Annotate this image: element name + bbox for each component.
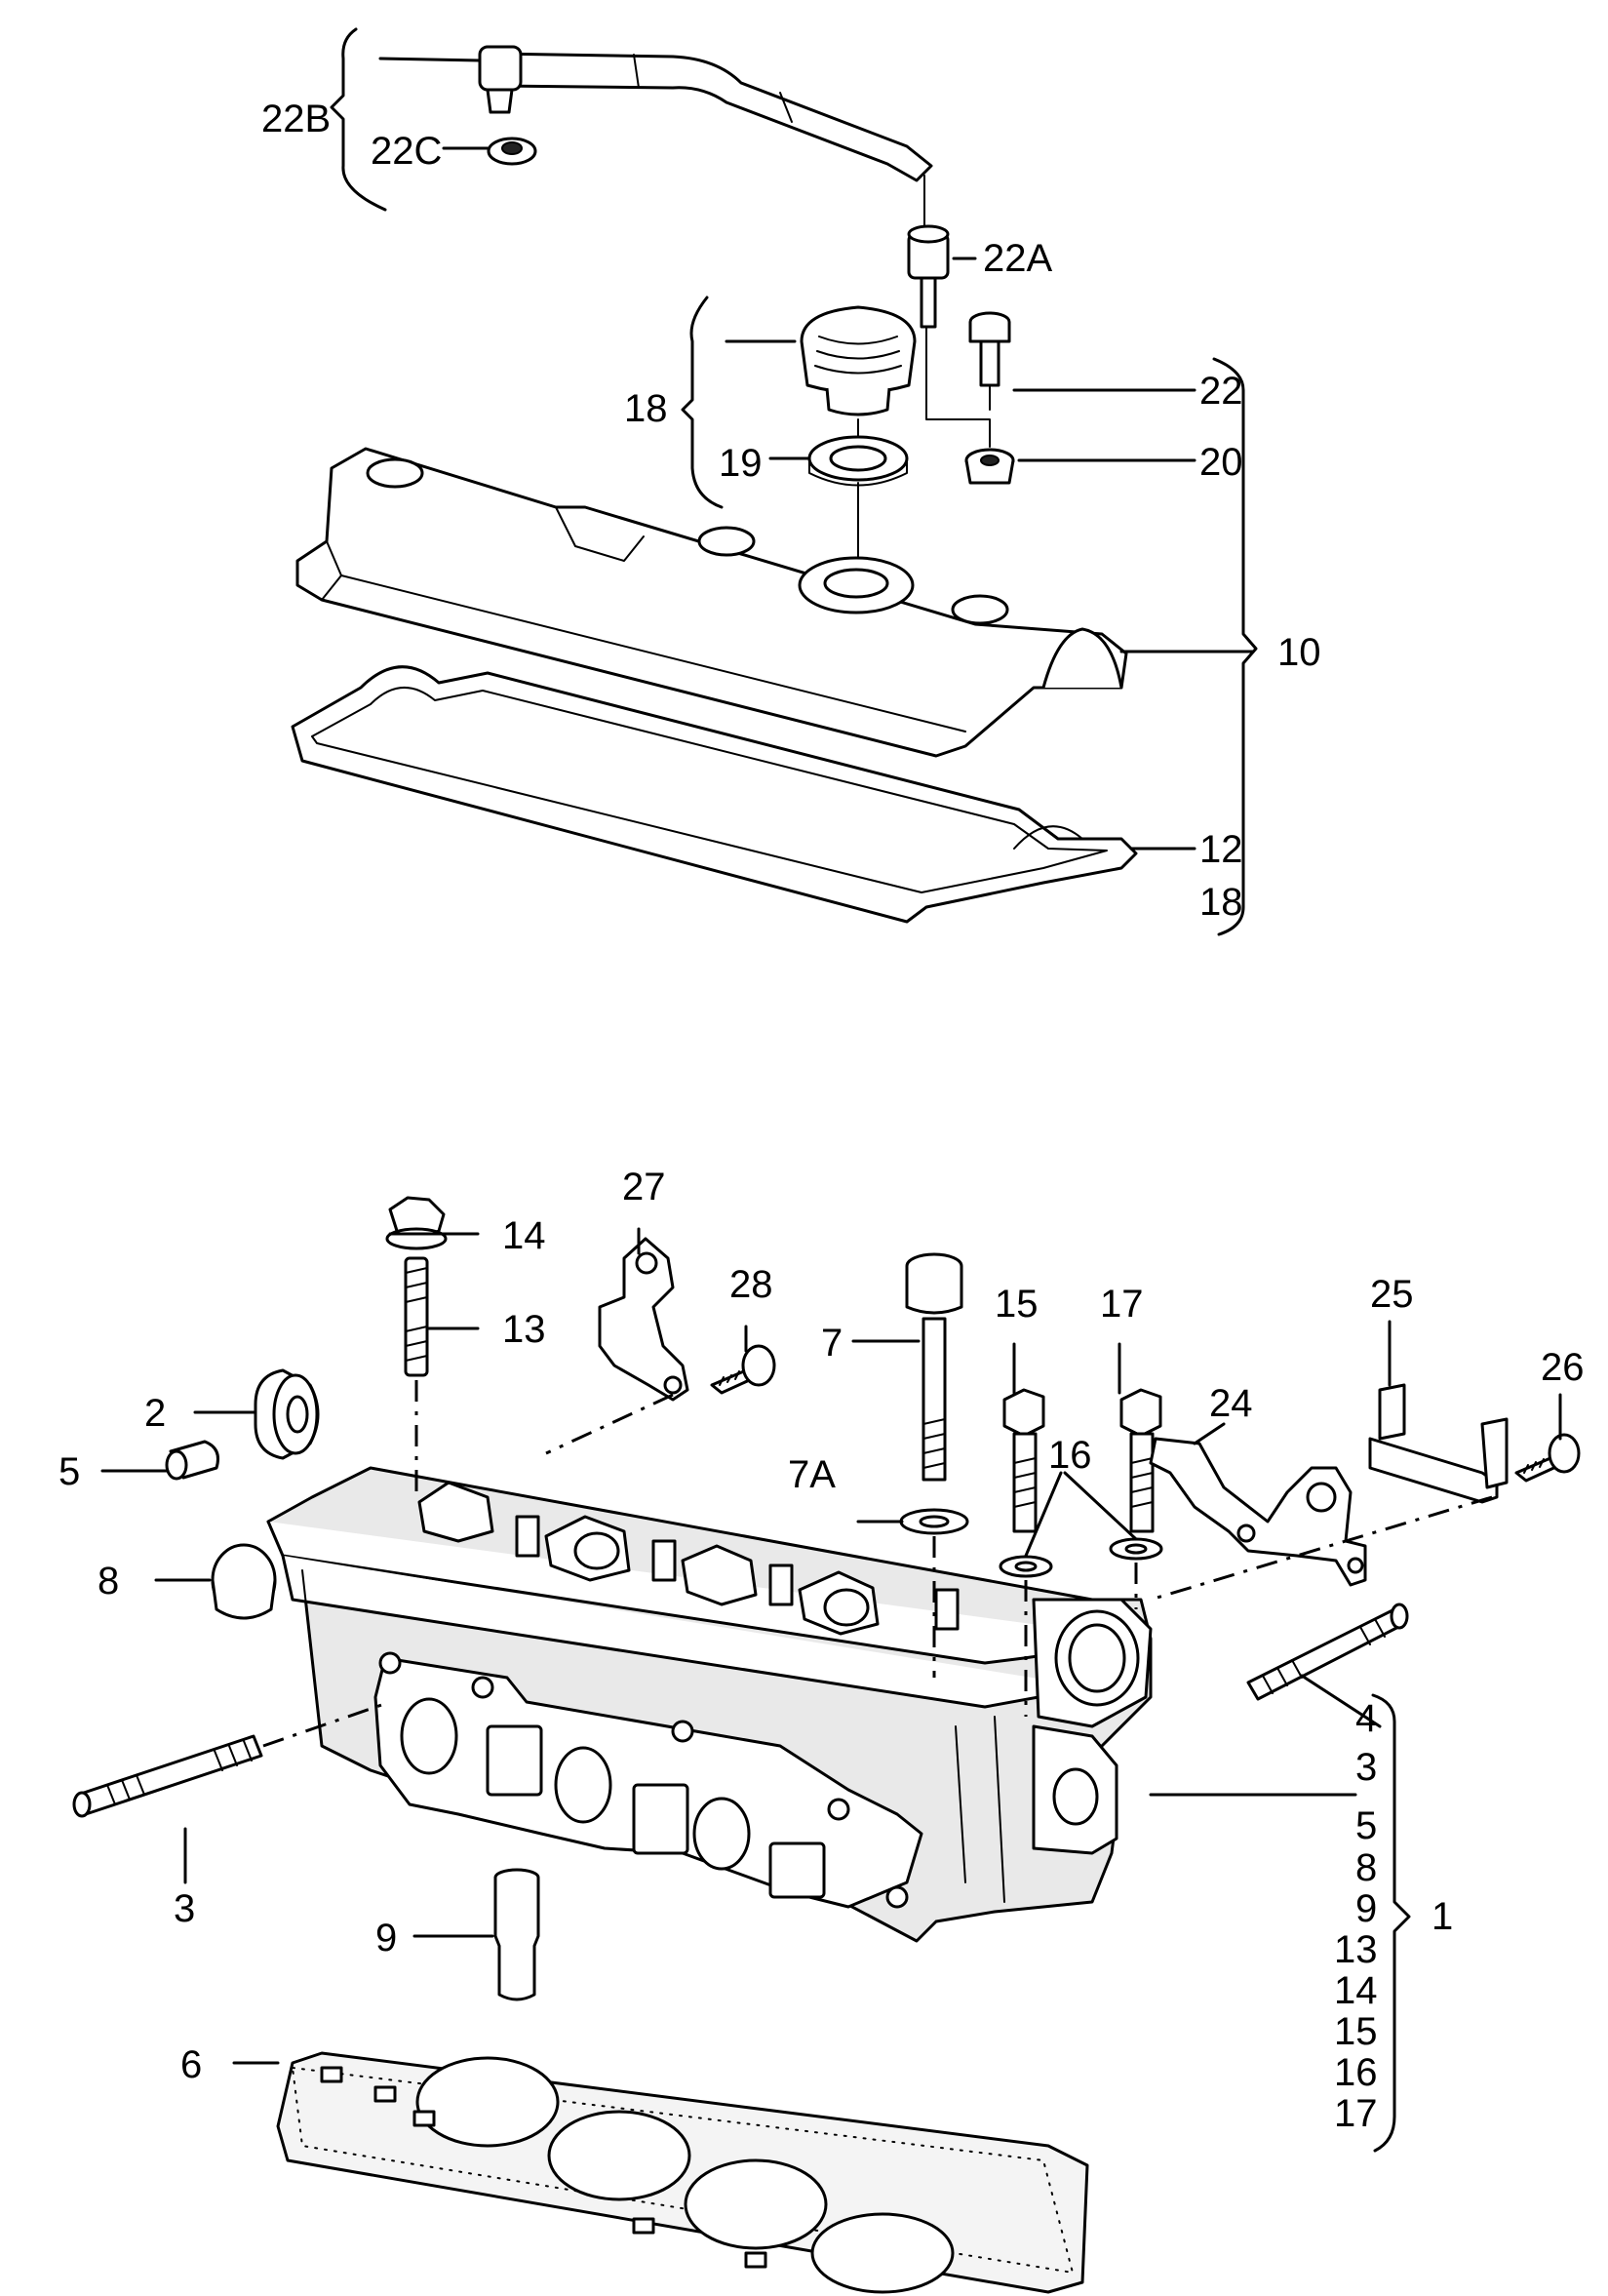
callout-18-sub: 18 [1199,881,1243,924]
callout-3-left: 3 [174,1887,195,1930]
callout-10: 10 [1277,631,1321,674]
part-22 [968,311,1011,411]
callout-1: 1 [1432,1895,1453,1938]
nut-22c [487,137,537,166]
callout-7a: 7A [788,1453,836,1496]
bolt-15 [1002,1388,1045,1533]
stud-3-right [1246,1603,1409,1701]
callout-14: 14 [502,1214,546,1257]
cap-2 [254,1368,320,1460]
stud-3-left [72,1700,391,1818]
callout-19: 19 [719,442,763,485]
bracket-25 [1368,1383,1509,1504]
callout-9: 9 [375,1917,397,1960]
callout-12: 12 [1199,828,1243,871]
upper-leaders [330,27,1258,936]
plug-8 [211,1543,277,1620]
callout-17: 17 [1100,1283,1144,1326]
valve-cover-gasket [291,665,1138,924]
bolt-7 [905,1252,963,1482]
callout-22a: 22A [983,237,1052,280]
sleeve-5 [165,1440,219,1481]
bracket-24 [1149,1437,1367,1587]
callout-5-list: 5 [1355,1804,1377,1847]
bracket-27 [598,1237,689,1402]
callout-9-list: 9 [1355,1887,1377,1930]
lower-leaders [100,1227,1562,2153]
callout-2: 2 [144,1392,166,1435]
grommet-20 [964,448,1015,485]
callout-27: 27 [622,1166,666,1208]
stud-13 [404,1256,429,1492]
callout-14-list: 14 [1334,1969,1378,2012]
filler-cap [800,305,917,416]
callout-22b: 22B [261,98,331,140]
valve-cover [295,447,1128,758]
callout-5: 5 [59,1450,80,1493]
callout-20: 20 [1199,441,1243,484]
breather-hose [478,45,933,182]
callout-15: 15 [995,1283,1039,1326]
callout-26: 26 [1541,1346,1585,1389]
seal-19 [807,435,909,487]
head-gasket [276,2051,1089,2294]
bolt-26 [1150,1433,1581,1602]
bolt-28 [545,1344,776,1455]
callout-8: 8 [98,1560,119,1603]
valve-22a [907,175,950,329]
callout-18: 18 [624,387,668,430]
callout-22: 22 [1199,370,1243,413]
callout-22c: 22C [371,130,442,173]
hose-to-grommet-line [925,326,991,448]
callout-13-list: 13 [1334,1928,1378,1971]
callout-16-list: 16 [1334,2051,1378,2094]
callout-3-right: 3 [1355,1746,1377,1789]
callout-24: 24 [1209,1382,1253,1425]
washer-16a [999,1555,1053,1717]
callout-16: 16 [1048,1434,1092,1477]
sleeve-9 [493,1868,540,2001]
callout-7: 7 [821,1322,843,1365]
bolt-17 [1119,1388,1162,1533]
callout-15-list: 15 [1334,2010,1378,2053]
callout-4: 4 [1355,1697,1377,1740]
cylinder-head [266,1466,1153,1943]
nut-14 [385,1196,448,1250]
callout-25: 25 [1370,1273,1414,1316]
callout-17-list: 17 [1334,2092,1378,2135]
callout-8-list: 8 [1355,1846,1377,1889]
callout-6: 6 [180,2043,202,2086]
callout-28: 28 [729,1263,773,1306]
callout-13: 13 [502,1308,546,1351]
